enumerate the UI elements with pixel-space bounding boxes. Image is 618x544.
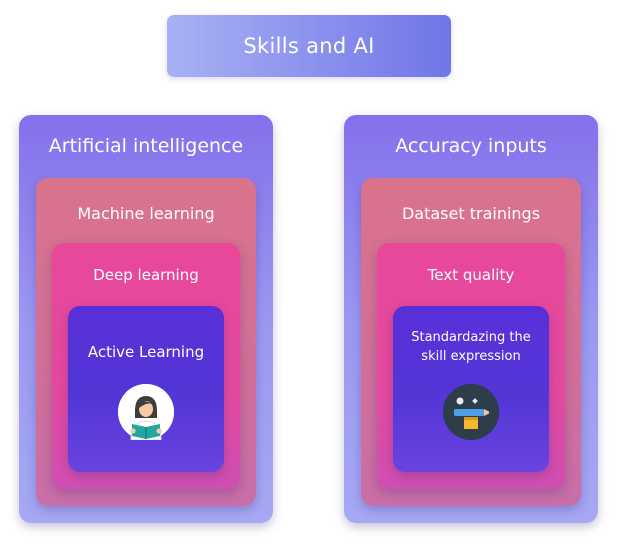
diagram-title: Skills and AI [167, 15, 451, 77]
card-label-active-learning: Active Learning [87, 343, 205, 361]
card-label-accuracy-inputs: Accuracy inputs [395, 135, 547, 157]
card-deep-learning: Deep learning Active Learning [52, 243, 240, 489]
card-accuracy-inputs: Accuracy inputs Dataset trainings Text q… [344, 115, 598, 523]
card-text-quality: Text quality Standardazing the skill exp… [377, 243, 565, 489]
card-label-text-quality: Text quality [427, 266, 515, 284]
card-label-standardizing-skill-expression: Standardazing the skill expression [393, 328, 549, 366]
card-label-artificial-intelligence: Artificial intelligence [48, 135, 244, 157]
design-tools-icon [443, 384, 499, 440]
card-dataset-trainings: Dataset trainings Text quality Standarda… [361, 178, 581, 506]
card-label-line-1: Standardazing the [411, 330, 531, 345]
card-label-dataset-trainings: Dataset trainings [401, 204, 541, 223]
card-artificial-intelligence: Artificial intelligence Machine learning… [19, 115, 273, 523]
card-active-learning: Active Learning [68, 306, 224, 472]
card-standardizing-skill-expression: Standardazing the skill expression [393, 306, 549, 472]
card-label-deep-learning: Deep learning [93, 266, 199, 284]
reader-avatar-icon [118, 384, 174, 441]
card-machine-learning: Machine learning Deep learning Active Le… [36, 178, 256, 506]
card-label-line-2: skill expression [421, 349, 521, 364]
card-label-machine-learning: Machine learning [77, 204, 215, 223]
